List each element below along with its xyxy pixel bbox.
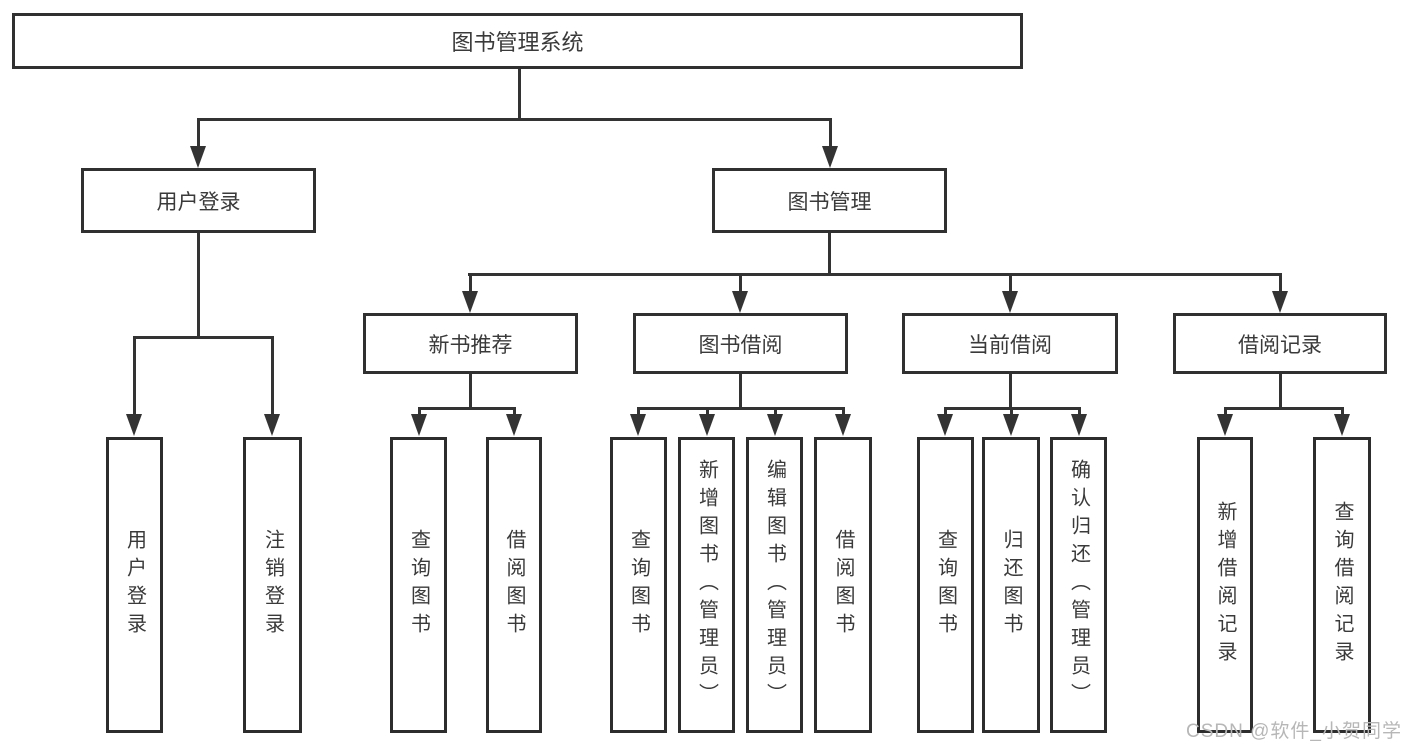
node-borrow-records-label: 借阅记录 <box>1238 333 1322 357</box>
arrow-leaf <box>1071 410 1087 436</box>
arrow-leaf <box>937 410 953 436</box>
arrow-leaf <box>506 410 522 436</box>
connector-book-borrow-trunk <box>739 374 742 410</box>
connector-new-book-bar <box>418 407 516 410</box>
node-current-borrow-label: 当前借阅 <box>968 333 1052 357</box>
arrow-to-borrow-records <box>1272 276 1288 313</box>
leaf-add-book-admin-label: 新增图书（管理员） <box>695 459 718 711</box>
leaf-logout-label: 注销登录 <box>261 529 284 641</box>
arrow-leaf <box>835 410 851 436</box>
leaf-return-book: 归还图书 <box>982 437 1040 733</box>
leaf-logout: 注销登录 <box>243 437 302 733</box>
connector-book-borrow-bar <box>637 407 845 410</box>
arrow-leaf <box>1217 410 1233 436</box>
leaf-borrow-book-recommend: 借阅图书 <box>486 437 542 733</box>
node-book-management: 图书管理 <box>712 168 947 233</box>
connector-current-borrow-trunk <box>1009 374 1012 410</box>
arrow-leaf <box>1003 410 1019 436</box>
node-new-book-recommend-label: 新书推荐 <box>428 333 513 357</box>
node-root: 图书管理系统 <box>12 13 1023 69</box>
leaf-query-book-recommend: 查询图书 <box>390 437 447 733</box>
connector-level1-bar <box>197 118 832 121</box>
leaf-query-book-current: 查询图书 <box>917 437 974 733</box>
leaf-edit-book-admin: 编辑图书（管理员） <box>746 437 803 733</box>
arrow-to-new-book-recommend <box>462 276 478 313</box>
leaf-add-borrow-record-label: 新增借阅记录 <box>1214 501 1236 669</box>
node-user-login-label: 用户登录 <box>156 190 241 214</box>
node-root-label: 图书管理系统 <box>451 30 584 55</box>
arrow-leaf <box>699 410 715 436</box>
connector-level2-bar <box>468 273 1282 276</box>
leaf-confirm-return-admin-label: 确认归还（管理员） <box>1067 459 1090 711</box>
leaf-borrow-book-recommend-label: 借阅图书 <box>503 529 525 641</box>
node-book-management-label: 图书管理 <box>787 190 872 214</box>
leaf-confirm-return-admin: 确认归还（管理员） <box>1050 437 1107 733</box>
connector-user-login-trunk <box>197 233 200 339</box>
connector-new-book-trunk <box>469 374 472 410</box>
csdn-watermark: CSDN @软件_小贺同学 <box>1186 721 1402 742</box>
arrow-leaf <box>1334 410 1350 436</box>
node-borrow-records: 借阅记录 <box>1173 313 1387 374</box>
arrow-to-user-login <box>190 121 206 168</box>
arrow-leaf <box>411 410 427 436</box>
leaf-query-borrow-record: 查询借阅记录 <box>1313 437 1371 733</box>
leaf-query-book-borrow-label: 查询图书 <box>627 529 650 641</box>
arrow-to-leaf-user-login <box>126 339 142 436</box>
leaf-edit-book-admin-label: 编辑图书（管理员） <box>763 459 786 711</box>
arrow-leaf <box>630 410 646 436</box>
leaf-user-login-label: 用户登录 <box>123 529 146 641</box>
leaf-add-book-admin: 新增图书（管理员） <box>678 437 735 733</box>
arrow-to-book-management <box>822 121 838 168</box>
connector-book-management-trunk <box>828 233 831 276</box>
node-book-borrow-label: 图书借阅 <box>698 333 783 357</box>
leaf-query-borrow-record-label: 查询借阅记录 <box>1331 501 1353 669</box>
leaf-add-borrow-record: 新增借阅记录 <box>1197 437 1253 733</box>
leaf-query-book-recommend-label: 查询图书 <box>407 529 430 641</box>
node-current-borrow: 当前借阅 <box>902 313 1118 374</box>
connector-borrow-records-bar <box>1224 407 1344 410</box>
connector-user-login-bar <box>133 336 274 339</box>
leaf-query-book-borrow: 查询图书 <box>610 437 667 733</box>
leaf-borrow-book: 借阅图书 <box>814 437 872 733</box>
leaf-borrow-book-label: 借阅图书 <box>832 529 854 641</box>
arrow-to-current-borrow <box>1002 276 1018 313</box>
leaf-user-login: 用户登录 <box>106 437 163 733</box>
connector-current-borrow-bar <box>944 407 1081 410</box>
leaf-return-book-label: 归还图书 <box>1000 529 1022 641</box>
arrow-leaf <box>767 410 783 436</box>
connector-borrow-records-trunk <box>1279 374 1282 410</box>
node-book-borrow: 图书借阅 <box>633 313 848 374</box>
arrow-to-book-borrow <box>732 276 748 313</box>
node-user-login: 用户登录 <box>81 168 316 233</box>
node-new-book-recommend: 新书推荐 <box>363 313 578 374</box>
connector-root-trunk <box>518 67 521 120</box>
arrow-to-leaf-logout <box>264 339 280 436</box>
leaf-query-book-current-label: 查询图书 <box>934 529 957 641</box>
